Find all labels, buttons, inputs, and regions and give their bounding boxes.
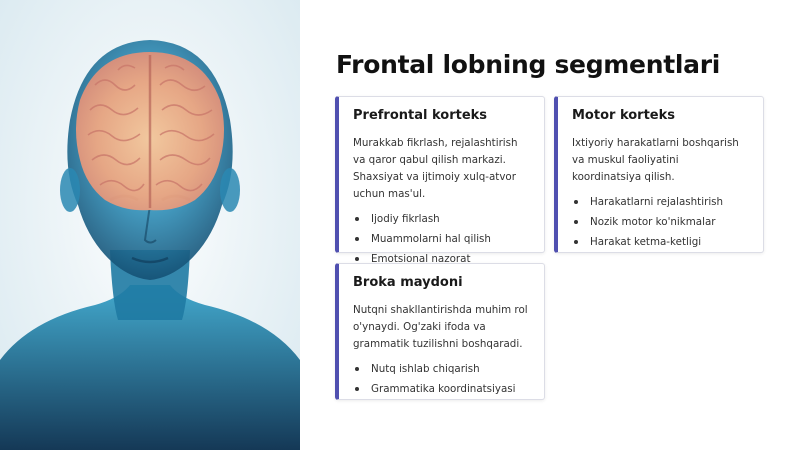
card-title: Broka maydoni <box>353 275 463 290</box>
list-item: Nozik motor ko'nikmalar <box>572 212 749 232</box>
card-prefrontal-cortex: Prefrontal korteks Murakkab fikrlash, re… <box>335 96 545 265</box>
list-item: Ijodiy fikrlash <box>353 209 530 229</box>
page-title: Frontal lobning segmentlari <box>336 50 721 79</box>
card-description: Nutqni shakllantirishda muhim rol o'ynay… <box>353 304 528 350</box>
card-title: Prefrontal korteks <box>353 108 488 123</box>
card-broca-area: Broka maydoni Nutqni shakllantirishda mu… <box>335 263 545 400</box>
list-item: Grammatika koordinatsiyasi <box>353 379 530 399</box>
human-head-brain-icon <box>0 40 300 450</box>
card-description: Murakkab fikrlash, rejalashtirish va qar… <box>353 137 518 200</box>
brain-illustration <box>0 0 300 450</box>
card-list: Harakatlarni rejalashtirish Nozik motor … <box>572 192 749 252</box>
card-list: Ijodiy fikrlash Muammolarni hal qilish E… <box>353 209 530 269</box>
list-item: Emotsional nazorat <box>353 249 530 269</box>
list-item: Harakatlarni rejalashtirish <box>572 192 749 212</box>
card-list: Nutq ishlab chiqarish Grammatika koordin… <box>353 359 530 399</box>
card-motor-cortex: Motor korteks Ixtiyoriy harakatlarni bos… <box>554 96 764 253</box>
list-item: Nutq ishlab chiqarish <box>353 359 530 379</box>
card-description: Ixtiyoriy harakatlarni boshqarish va mus… <box>572 137 739 183</box>
card-title: Motor korteks <box>572 108 676 123</box>
list-item: Muammolarni hal qilish <box>353 229 530 249</box>
list-item: Harakat ketma-ketligi <box>572 232 749 252</box>
